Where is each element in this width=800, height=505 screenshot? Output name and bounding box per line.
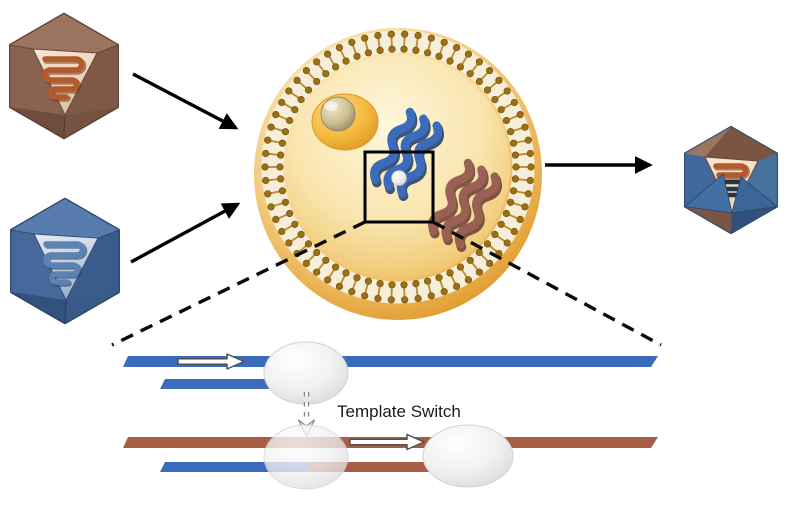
- blue-genome-strands: [369, 107, 445, 202]
- polymerase-3: [422, 424, 514, 488]
- blue-template-strand: [123, 356, 658, 367]
- entry-arrow-bottom: [130, 202, 241, 264]
- brown-parental-virus: [9, 12, 119, 140]
- inset-callout-line-right: [432, 220, 662, 347]
- template-switch-inset: Template Switch: [123, 341, 658, 490]
- replication-arrow-2: [349, 433, 425, 451]
- polymerase-2-translucent: [263, 424, 349, 490]
- nucleus: [311, 93, 379, 151]
- brown-genome-squiggle: [42, 56, 85, 100]
- recombinant-genome-squiggle: [713, 163, 749, 178]
- recombinant-virus: [683, 125, 779, 235]
- host-cell: [254, 28, 542, 320]
- entry-arrow-top: [132, 72, 239, 130]
- template-switch-label: Template Switch: [337, 402, 461, 421]
- infection-arrows: [130, 72, 653, 264]
- brown-genome-strands: [427, 158, 503, 253]
- blue-genome-squiggle: [43, 241, 86, 285]
- zoom-inset-box: [363, 150, 435, 224]
- blue-parental-virus: [10, 197, 120, 325]
- polymerase-sphere: [391, 170, 407, 186]
- blue-capsid-flap-right: [731, 176, 779, 214]
- replication-arrow-1: [177, 353, 245, 370]
- nucleolus: [320, 96, 356, 132]
- blue-capsid-flap-left: [683, 173, 733, 214]
- inset-callout-line-left: [111, 220, 366, 347]
